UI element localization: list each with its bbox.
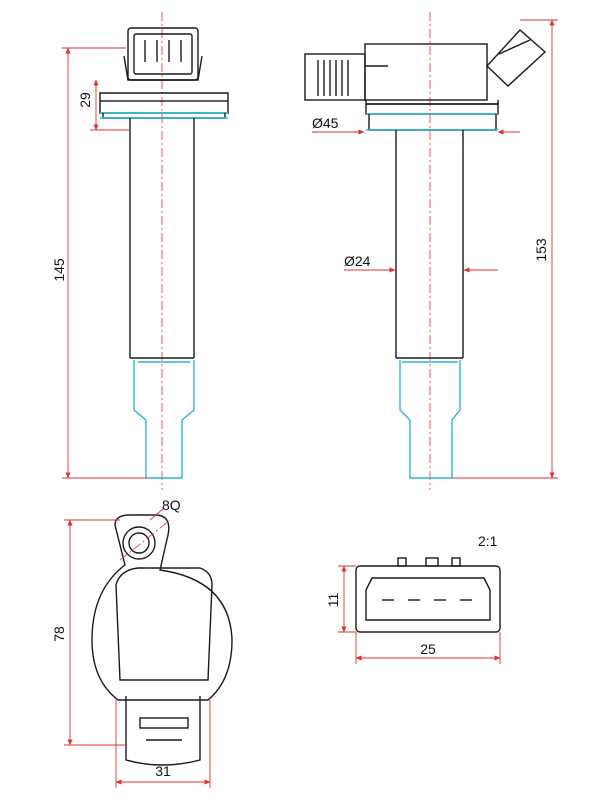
detail-scale-label: 2:1	[478, 533, 498, 549]
flange-diameter-label: Ø45	[312, 115, 339, 131]
connector-height-label: 11	[325, 593, 341, 608]
side-view	[304, 12, 547, 490]
height-overall-side-label: 153	[533, 238, 549, 262]
front-view	[99, 12, 229, 490]
dimension-labels: 145 29 Ø45 Ø24 153 8Q 78 31 11 25 2:1	[51, 92, 549, 779]
base-height-label: 78	[51, 626, 67, 642]
top-view	[91, 514, 233, 766]
dimension-lines	[62, 19, 558, 788]
flange-height-label: 29	[77, 92, 93, 108]
body-diameter-label: Ø24	[344, 253, 371, 269]
height-overall-front-label: 145	[51, 258, 67, 282]
base-width-label: 31	[155, 763, 171, 779]
hole-diameter-label: 8Q	[162, 497, 181, 513]
connector-detail	[355, 557, 501, 633]
connector-width-label: 25	[420, 641, 436, 657]
